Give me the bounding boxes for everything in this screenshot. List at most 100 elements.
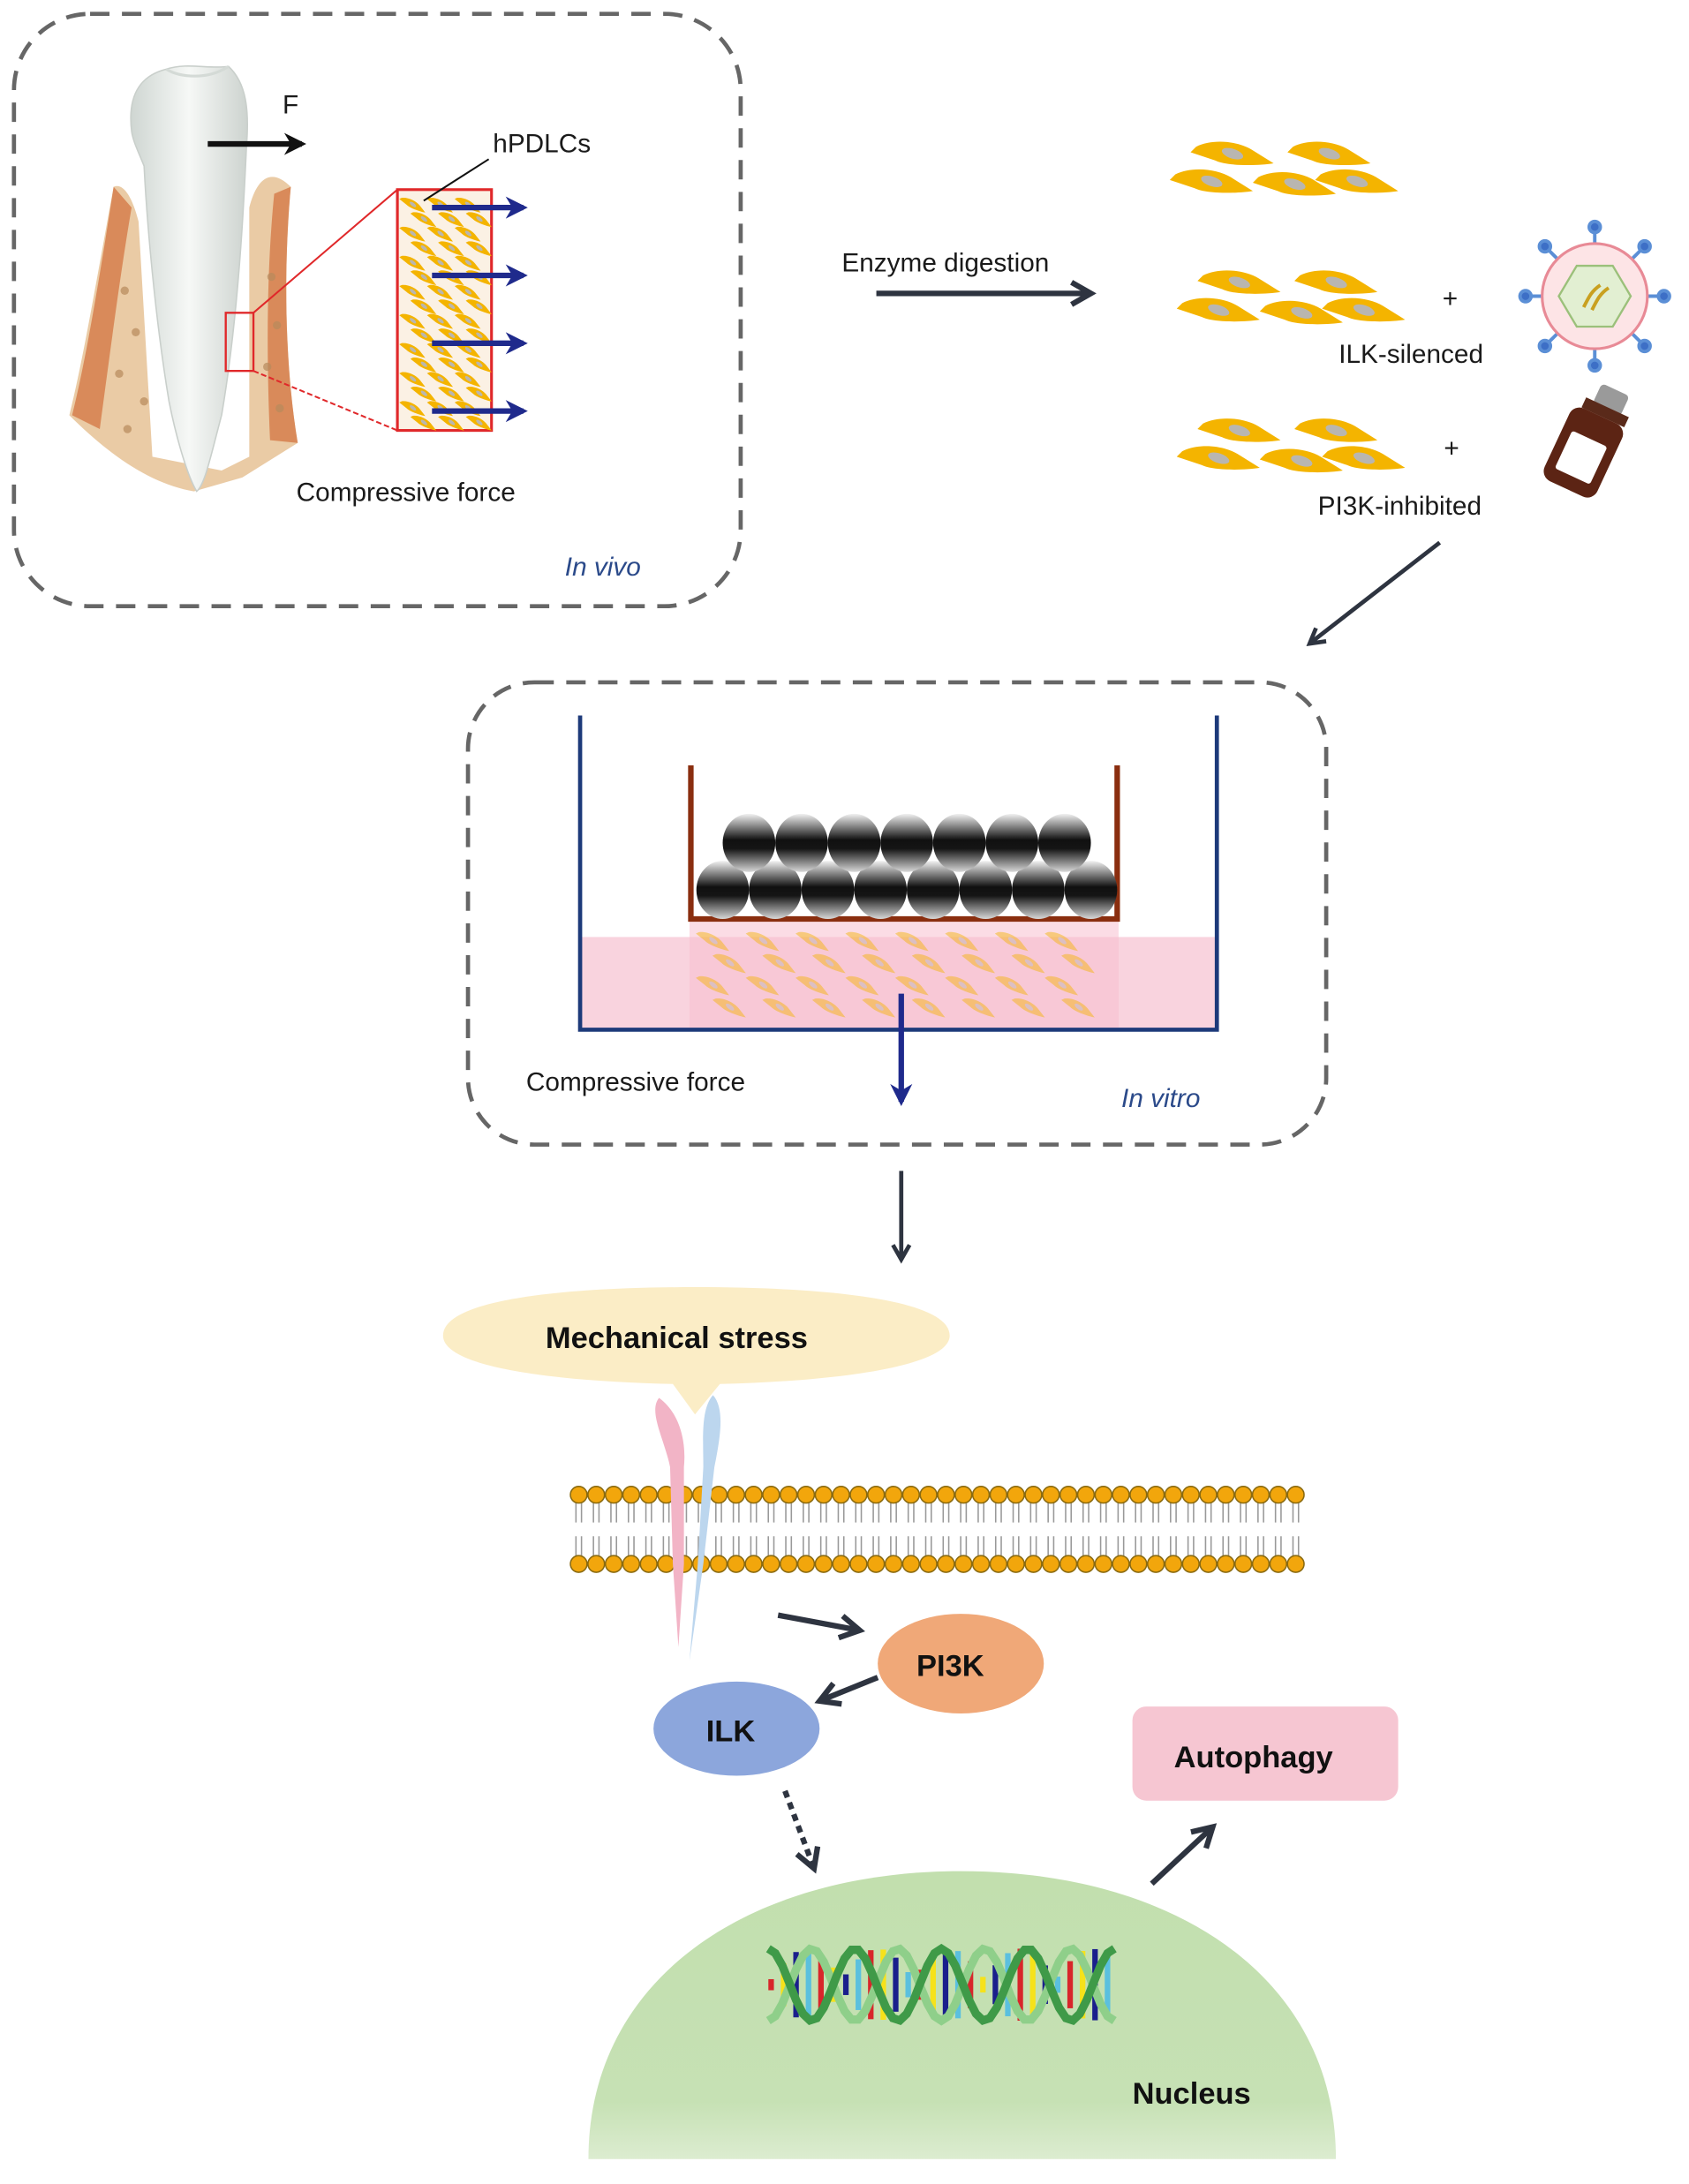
lipid-head xyxy=(744,1555,763,1573)
weight-ball xyxy=(801,861,855,920)
cell-membrane xyxy=(569,1486,1305,1573)
lipid-head xyxy=(587,1555,606,1573)
mechanical-stress-bubble xyxy=(442,1287,950,1415)
lipid-head xyxy=(1199,1555,1218,1573)
lipid-head xyxy=(937,1555,955,1573)
tooth-illustration xyxy=(69,64,398,493)
lipid-head xyxy=(989,1555,1008,1573)
zoom-source-box xyxy=(224,312,255,373)
lipid-head xyxy=(1059,1486,1078,1504)
integrin-alpha xyxy=(655,1397,685,1647)
lipid-head xyxy=(604,1486,623,1504)
lipid-head xyxy=(639,1555,658,1573)
ilk-to-nucleus-arrow xyxy=(782,1789,821,1874)
lipid-head xyxy=(1042,1555,1060,1573)
lipid-head xyxy=(1129,1486,1148,1504)
lipid-head xyxy=(1251,1555,1271,1573)
nucleus xyxy=(588,1871,1337,2159)
lipid-head xyxy=(1112,1486,1130,1504)
lipid-head xyxy=(622,1486,641,1504)
pi3k-inhibited-cell-group xyxy=(1176,418,1406,473)
lipid-head xyxy=(587,1486,606,1504)
lipid-head xyxy=(1233,1486,1253,1504)
lipid-head xyxy=(727,1486,745,1504)
lipid-head xyxy=(1199,1486,1218,1504)
weight-ball xyxy=(880,813,933,872)
lipid-head xyxy=(779,1555,798,1573)
lipid-head xyxy=(954,1486,973,1504)
lipid-head xyxy=(884,1555,903,1573)
autophagy-node xyxy=(1132,1706,1399,1801)
lipid-head xyxy=(1251,1486,1271,1504)
control-cell-group xyxy=(1169,141,1399,196)
lipid-head xyxy=(569,1555,588,1573)
lipid-head xyxy=(919,1555,938,1573)
lipid-head xyxy=(1007,1486,1025,1504)
in-vivo-panel: F hPDLCs Compressive force In vivo xyxy=(11,11,743,609)
lipid-head xyxy=(1164,1486,1183,1504)
lipid-head xyxy=(832,1555,850,1573)
weight-ball xyxy=(907,861,960,920)
drug-bottle-icon xyxy=(1543,384,1629,498)
lipid-head xyxy=(569,1486,588,1504)
lipid-head xyxy=(901,1555,921,1573)
lipid-head xyxy=(901,1486,921,1504)
lipid-head xyxy=(796,1555,816,1573)
lipid-head xyxy=(709,1555,728,1573)
to-in-vitro-arrow xyxy=(1306,540,1442,646)
pi3k-node xyxy=(878,1614,1044,1713)
dna-helix-icon xyxy=(765,1943,1117,2026)
lipid-head xyxy=(1164,1555,1183,1573)
hpdlcs-pointer-line xyxy=(423,158,490,202)
lipid-head xyxy=(657,1555,675,1573)
lipid-head xyxy=(1181,1486,1200,1504)
lipid-head xyxy=(744,1486,763,1504)
weight-ball xyxy=(1012,861,1065,920)
ilk-silenced-cell-group xyxy=(1176,270,1406,325)
lipid-head xyxy=(604,1555,623,1573)
virus-icon xyxy=(1518,219,1671,373)
lipid-head xyxy=(1076,1486,1096,1504)
lipid-head xyxy=(1129,1555,1148,1573)
lipid-head xyxy=(1233,1555,1253,1573)
lipid-head xyxy=(1146,1555,1165,1573)
lipid-head xyxy=(867,1555,886,1573)
pi3k-inhibited-label: PI3K-inhibited xyxy=(1318,492,1482,521)
weight-ball xyxy=(1037,813,1091,872)
weight-ball xyxy=(959,861,1013,920)
lipid-head xyxy=(727,1555,745,1573)
lipid-head xyxy=(849,1555,868,1573)
weight-ball xyxy=(932,813,986,872)
in-vivo-dashed-border xyxy=(11,11,743,609)
in-vitro-dashed-border xyxy=(465,680,1329,1147)
autophagy-label: Autophagy xyxy=(1174,1741,1333,1774)
lipid-head xyxy=(1217,1486,1235,1504)
mechanical-stress-label: Mechanical stress xyxy=(546,1322,808,1355)
in-vitro-tag: In vitro xyxy=(1121,1084,1200,1113)
weight-ball xyxy=(775,813,828,872)
pi3k-label: PI3K xyxy=(916,1650,984,1683)
lipid-head xyxy=(1024,1486,1043,1504)
nucleus-label: Nucleus xyxy=(1133,2077,1251,2111)
lipid-head xyxy=(779,1486,798,1504)
ilk-silenced-label: ILK-silenced xyxy=(1338,340,1483,369)
weight-ball xyxy=(854,861,908,920)
in-vivo-caption: Compressive force xyxy=(297,478,516,508)
weight-ball xyxy=(749,861,802,920)
lipid-head xyxy=(971,1486,991,1504)
lipid-head xyxy=(796,1486,816,1504)
lipid-head xyxy=(1024,1555,1043,1573)
lipid-head xyxy=(1007,1555,1025,1573)
lipid-head xyxy=(884,1486,903,1504)
in-vivo-tag: In vivo xyxy=(565,553,641,582)
lipid-head xyxy=(867,1486,886,1504)
weight-holder xyxy=(688,764,1120,923)
pi3k-to-ilk-arrow xyxy=(814,1675,879,1707)
lipid-head xyxy=(1094,1486,1112,1504)
lipid-head xyxy=(937,1486,955,1504)
signaling-pathway: Mechanical stress PI3K ILK Autophagy Nuc… xyxy=(442,1287,1399,2159)
lipid-head xyxy=(849,1486,868,1504)
ilk-label: ILK xyxy=(706,1714,756,1748)
lipid-head xyxy=(971,1555,991,1573)
in-vitro-panel: Compressive force In vitro xyxy=(465,680,1329,1147)
